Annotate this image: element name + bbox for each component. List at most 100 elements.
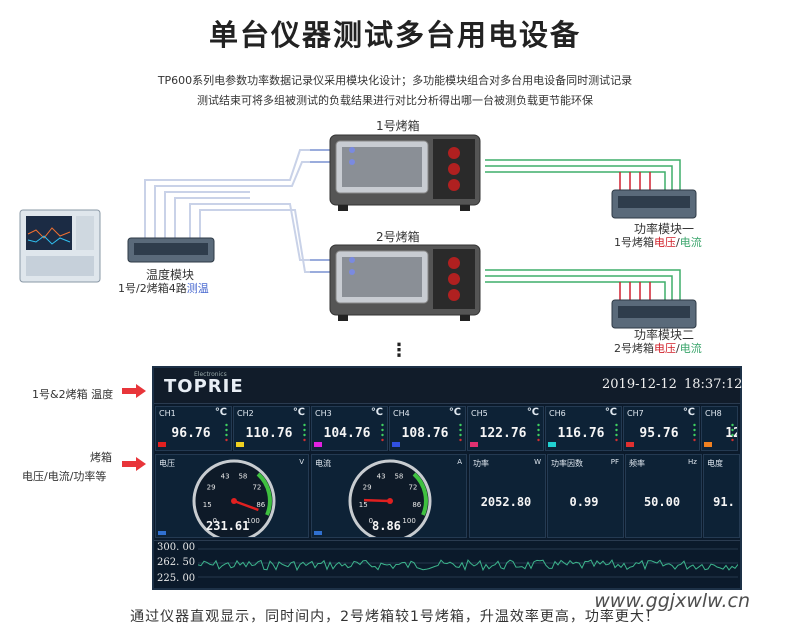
channel-unit: ℃ [292, 407, 305, 418]
gauge-tick-label: 29 [207, 484, 216, 492]
channel-value: 108.76 [401, 426, 449, 441]
gauge-tick-label: 58 [238, 473, 247, 481]
channel-unit: ℃ [448, 407, 461, 418]
trend-label-top: 300. 00 [157, 542, 196, 553]
power-value: 2052.80 [480, 495, 532, 509]
channel-status-dots [459, 423, 462, 442]
channel-cell: CH2 ℃ 110.76 [233, 406, 310, 451]
channel-status-dots [303, 423, 306, 442]
channel-name: CH2 [237, 409, 254, 418]
power-module-2-name: 功率模块二 [634, 328, 695, 342]
gauge-tick-label: 43 [377, 473, 386, 481]
freq-cell: 频率 Hz 50.00 [625, 454, 702, 538]
current-unit: A [457, 458, 462, 466]
channel-value: 95.76 [639, 426, 679, 441]
voltage-unit: V [299, 458, 304, 466]
channel-name: CH4 [393, 409, 410, 418]
channel-name: CH6 [549, 409, 566, 418]
channel-unit: ℃ [604, 407, 617, 418]
channel-value: 116.76 [557, 426, 605, 441]
power-module-1-desc: 1号烤箱电压/电流 [614, 236, 702, 249]
gauge-tick-label: 86 [412, 501, 421, 509]
channel-status-dots [537, 423, 540, 442]
trend-label-mid: 262. 50 [157, 557, 196, 568]
oven-2 [329, 244, 481, 321]
side-label-temperature: 1号&2烤箱 温度 [32, 388, 114, 401]
watermark: www.ggjxwlw.cn [594, 590, 750, 612]
channel-color-marker [236, 442, 244, 447]
pf-unit: PF [610, 458, 619, 466]
energy-cell: 电度 91. [703, 454, 740, 538]
temperature-module-name: 温度模块 [146, 268, 195, 282]
gauge-tick-label: 15 [359, 501, 368, 509]
channel-name: CH8 [705, 409, 722, 418]
footer-caption: 通过仪器直观显示，同时间内，2号烤箱较1号烤箱，升温效率更高，功率更大！ [130, 609, 660, 625]
current-color-marker [314, 531, 322, 535]
gauge-tick-label: 72 [252, 484, 261, 492]
power-cell: 功率 W 2052.80 [469, 454, 546, 538]
temperature-wires [144, 149, 352, 273]
power-wires-1 [485, 159, 681, 190]
freq-unit: Hz [688, 458, 697, 466]
current-value: 8.86 [372, 519, 401, 533]
channel-value: 124 [725, 426, 737, 441]
gauge-green-arc [412, 472, 428, 516]
channel-unit: ℃ [214, 407, 227, 418]
channel-color-marker [392, 442, 400, 447]
arrow-right-icon [122, 384, 146, 398]
power-module-2-desc: 2号烤箱电压/电流 [614, 342, 702, 355]
power-module-2-device [611, 299, 697, 329]
channel-status-dots [381, 423, 384, 442]
channel-cell: CH8124 [701, 406, 738, 451]
channel-name: CH7 [627, 409, 644, 418]
oven-1-label: 1号烤箱 [376, 119, 420, 133]
energy-name: 电度 [707, 459, 723, 468]
trend-line [198, 548, 738, 578]
gauge-hub [387, 498, 393, 504]
voltage-value: 231.61 [206, 519, 250, 533]
channel-unit: ℃ [526, 407, 539, 418]
trend-label-bottom: 225. 00 [157, 573, 196, 584]
channel-value: 110.76 [245, 426, 293, 441]
ellipsis: ⋮ [390, 340, 408, 361]
channel-color-marker [158, 442, 166, 447]
trend-panel: 300. 00 262. 50 225. 00 [154, 540, 740, 588]
channel-status-dots [693, 423, 696, 442]
current-name: 电流 [315, 459, 331, 468]
channel-status-dots [615, 423, 618, 442]
channel-cell: CH6 ℃ 116.76 [545, 406, 622, 451]
power-module-1-device [611, 189, 697, 219]
channel-color-marker [470, 442, 478, 447]
pf-value: 0.99 [569, 495, 599, 509]
arrow-right-icon [122, 457, 146, 471]
gauge-tick-label: 58 [394, 473, 403, 481]
channel-status-dots [731, 423, 734, 442]
gauge-tick-label: 0 [213, 517, 217, 525]
pf-name: 功率因数 [551, 459, 583, 468]
channel-name: CH3 [315, 409, 332, 418]
channel-unit: ℃ [682, 407, 695, 418]
gauge-tick-label: 72 [408, 484, 417, 492]
channel-unit: ℃ [370, 407, 383, 418]
wiring-diagram [19, 134, 697, 329]
power-name: 功率 [473, 459, 489, 468]
recorder-device [19, 209, 101, 283]
channel-cell: CH4 ℃ 108.76 [389, 406, 466, 451]
oven-1 [329, 134, 481, 211]
power-wires-2 [485, 269, 681, 300]
brand-subtext: Electronics [194, 371, 227, 378]
temperature-module-desc: 1号/2烤箱4路测温 [118, 282, 209, 295]
side-label-oven: 烤箱 [90, 451, 112, 464]
pf-cell: 功率因数 PF 0.99 [547, 454, 624, 538]
page-title: 单台仪器测试多台用电设备 [208, 18, 581, 52]
channel-status-dots [225, 423, 228, 442]
recorder-screen: TOPRIE Electronics 2019-12-12 18:37:12 C… [152, 366, 742, 590]
channel-value: 96.76 [171, 426, 211, 441]
gauge-tick-label: 86 [256, 501, 265, 509]
